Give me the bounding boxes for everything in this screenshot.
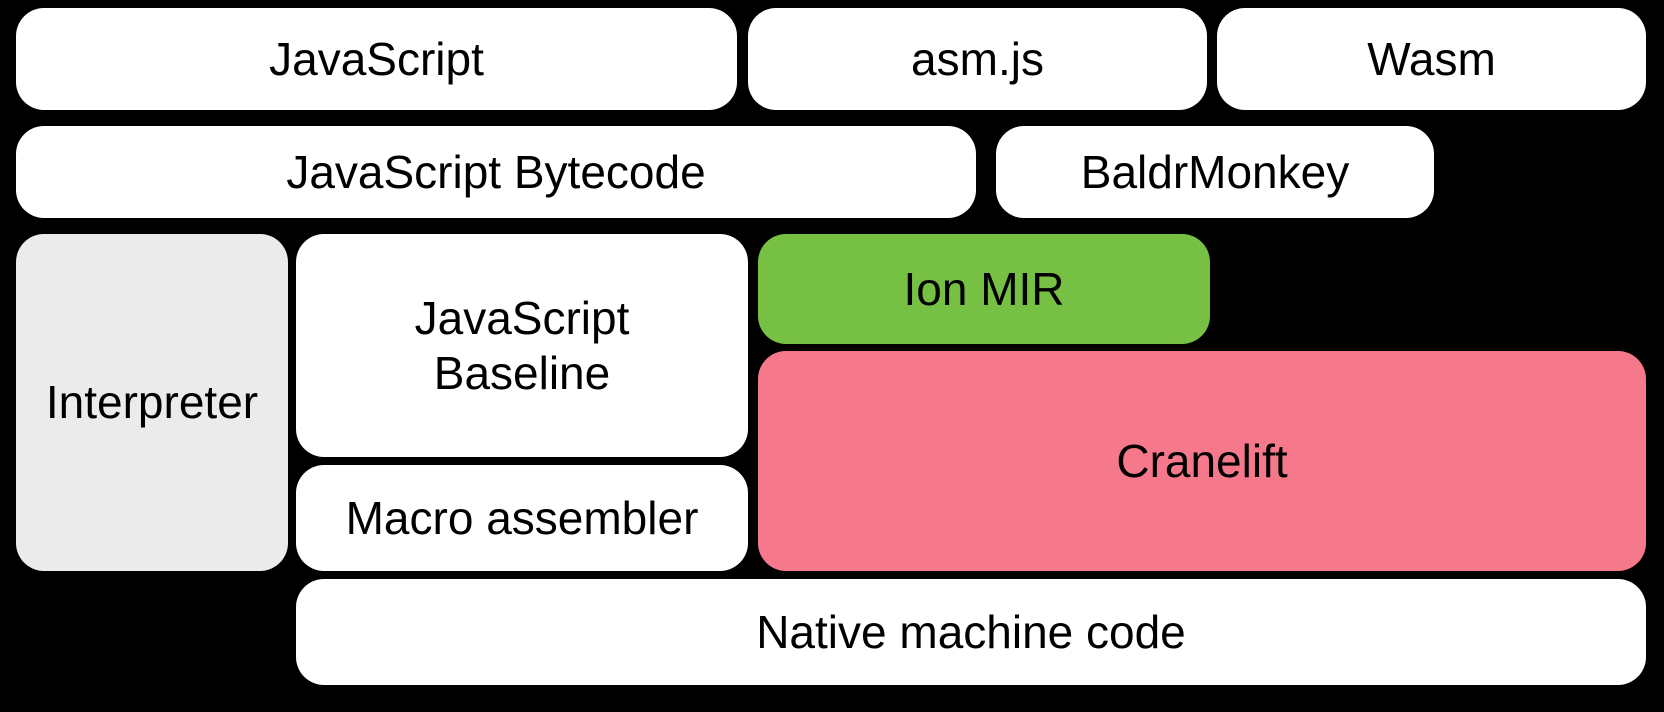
node-cranelift: Cranelift — [758, 351, 1646, 571]
node-javascript: JavaScript — [16, 8, 737, 110]
node-asmjs: asm.js — [748, 8, 1207, 110]
node-ion-mir: Ion MIR — [758, 234, 1210, 344]
node-javascript-bytecode: JavaScript Bytecode — [16, 126, 976, 218]
node-javascript-baseline: JavaScript Baseline — [296, 234, 748, 457]
node-native-machine-code: Native machine code — [296, 579, 1646, 685]
node-wasm: Wasm — [1217, 8, 1646, 110]
node-interpreter: Interpreter — [16, 234, 288, 571]
node-baldrmonkey: BaldrMonkey — [996, 126, 1434, 218]
node-macro-assembler: Macro assembler — [296, 465, 748, 571]
